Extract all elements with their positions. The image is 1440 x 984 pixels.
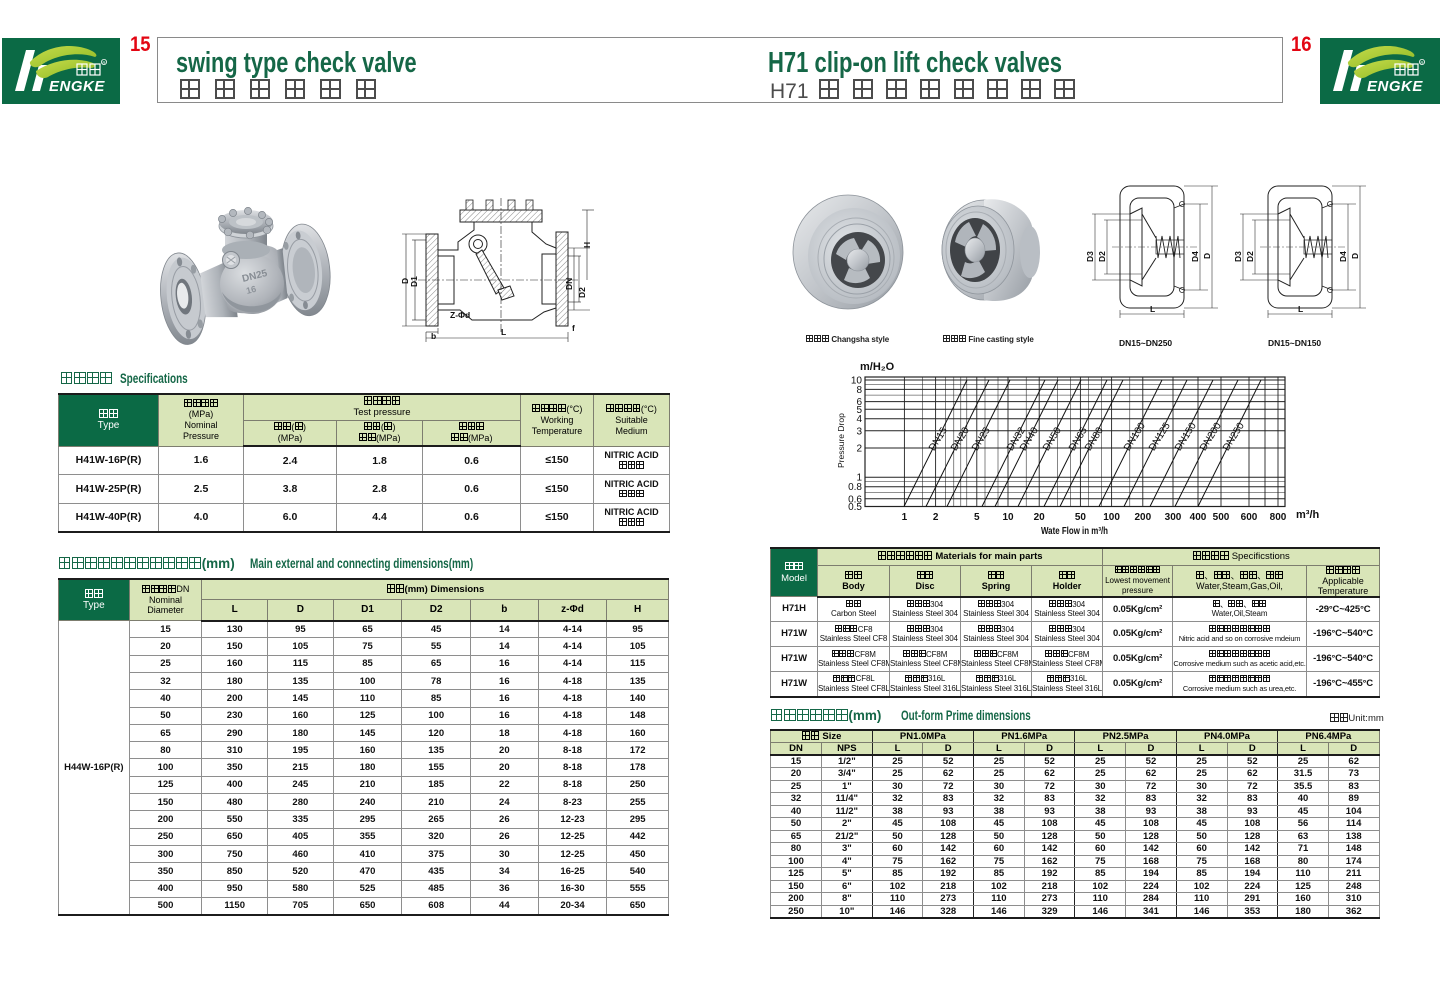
svg-text:6: 6 [856, 397, 862, 408]
svg-text:H: H [582, 242, 592, 248]
svg-text:ENGKE: ENGKE [1367, 78, 1423, 95]
svg-text:200: 200 [1134, 512, 1151, 523]
svg-text:D: D [400, 278, 410, 284]
svg-text:R: R [102, 61, 106, 66]
svg-text:500: 500 [1213, 512, 1230, 523]
svg-text:D4: D4 [1190, 251, 1200, 262]
svg-text:1: 1 [856, 473, 862, 484]
svg-text:R: R [1420, 61, 1424, 66]
svg-text:b: b [431, 331, 436, 341]
svg-text:L: L [1150, 304, 1155, 314]
svg-text:D3: D3 [1233, 251, 1243, 262]
svg-text:m³/h: m³/h [1296, 509, 1320, 521]
svg-text:8: 8 [856, 385, 862, 396]
svg-text:5: 5 [974, 512, 980, 523]
svg-text:50: 50 [1075, 512, 1087, 523]
svg-text:1: 1 [902, 512, 908, 523]
svg-text:400: 400 [1190, 512, 1207, 523]
svg-text:600: 600 [1241, 512, 1258, 523]
svg-text:D: D [1202, 253, 1212, 259]
svg-text:D2: D2 [577, 287, 587, 298]
svg-text:5: 5 [856, 405, 862, 416]
svg-text:DN15~DN150: DN15~DN150 [1268, 338, 1321, 348]
svg-text:4: 4 [856, 414, 862, 425]
svg-text:D1: D1 [409, 276, 419, 287]
svg-text:Pressure Drop: Pressure Drop [836, 413, 846, 468]
svg-text:2: 2 [856, 444, 862, 455]
svg-text:0.5: 0.5 [848, 502, 862, 513]
svg-text:3: 3 [856, 426, 862, 437]
svg-text:D4: D4 [1338, 251, 1348, 262]
svg-text:Z-Φd: Z-Φd [450, 310, 470, 320]
svg-text:f: f [572, 323, 575, 333]
svg-text:16: 16 [245, 284, 257, 296]
svg-text:800: 800 [1270, 512, 1287, 523]
svg-text:0.6: 0.6 [848, 494, 862, 505]
svg-text:DN20: DN20 [949, 425, 972, 453]
svg-text:L: L [1298, 304, 1303, 314]
svg-text:D: D [1350, 253, 1360, 259]
svg-text:DN25: DN25 [970, 425, 993, 453]
svg-text:100: 100 [1103, 512, 1120, 523]
svg-text:DN50: DN50 [1041, 425, 1064, 453]
svg-text:Wate Flow in m³/h: Wate Flow in m³/h [1041, 526, 1108, 537]
svg-text:DN: DN [564, 278, 574, 290]
svg-text:m/H₂O: m/H₂O [860, 361, 895, 373]
svg-text:D2: D2 [1097, 251, 1107, 262]
svg-text:ENGKE: ENGKE [49, 78, 105, 95]
svg-text:2: 2 [933, 512, 939, 523]
svg-text:L: L [501, 327, 506, 337]
svg-text:0.8: 0.8 [848, 482, 862, 493]
svg-text:300: 300 [1165, 512, 1182, 523]
svg-text:D3: D3 [1085, 251, 1095, 262]
svg-text:D2: D2 [1245, 251, 1255, 262]
svg-text:DN15~DN250: DN15~DN250 [1119, 338, 1172, 348]
svg-text:10: 10 [1002, 512, 1014, 523]
svg-text:DN15: DN15 [927, 425, 950, 453]
svg-text:20: 20 [1034, 512, 1046, 523]
svg-text:10: 10 [851, 376, 863, 387]
